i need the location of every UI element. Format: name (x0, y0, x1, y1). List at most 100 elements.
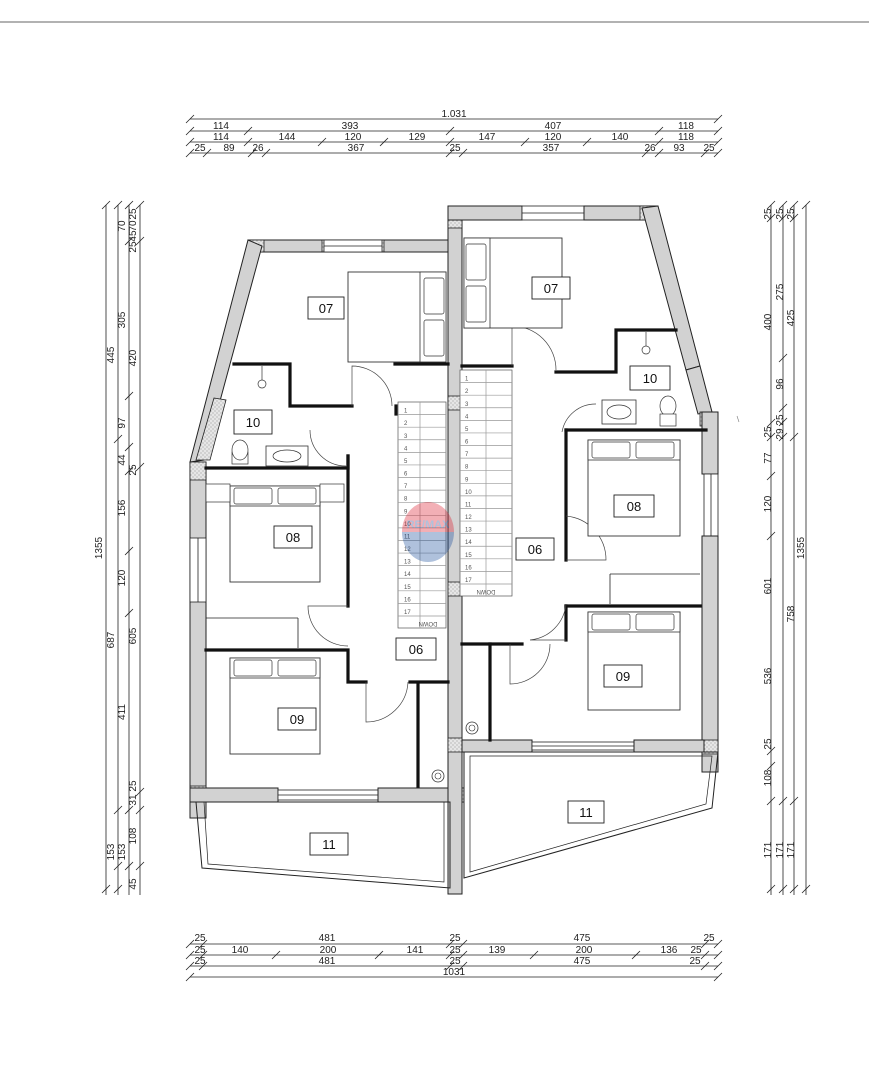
bot-r3-2: 25 (449, 956, 461, 967)
right-c1-4: 120 (763, 495, 774, 512)
bot-r2-7: 136 (661, 945, 678, 956)
stair-right-step-number: 16 (465, 565, 472, 571)
left-c2-2: 97 (117, 417, 128, 429)
stair-right-step-number: 4 (465, 414, 469, 420)
left-c1-1: 687 (106, 631, 117, 648)
stair-left-step-number: 14 (404, 572, 411, 578)
left-c2-3: 44 (117, 454, 128, 466)
top-r1-0: 114 (213, 121, 229, 132)
left-c3-2: 420 (128, 349, 139, 366)
left-c2-6: 605 (128, 627, 139, 644)
bed-07-left (347, 271, 447, 363)
right-c2-5: 758 (786, 605, 797, 622)
stair-right-step-number: 3 (465, 402, 469, 408)
left-c1-3: 45 (128, 878, 139, 890)
right-c1-9: 171 (763, 841, 774, 858)
right-c1-1: 400 (763, 313, 774, 330)
bot-r3-1: 481 (319, 956, 336, 967)
room-labels: 07 07 10 10 08 08 06 06 09 09 11 11 (233, 276, 671, 856)
left-c2-7: 411 (117, 704, 128, 720)
stair-right-step-number: 14 (465, 540, 472, 546)
top-r2-6: 140 (612, 132, 629, 143)
bed-09-left (229, 657, 321, 755)
remax-watermark: RE/MAX (402, 502, 454, 562)
exterior-walls (189, 205, 719, 895)
stair-left-step-number: 12 (404, 547, 411, 553)
stair-left-step-number: 10 (404, 522, 411, 528)
bot-r3-4: 25 (689, 956, 701, 967)
top-r3-8: 25 (703, 143, 715, 154)
top-r3-2: 26 (252, 143, 264, 154)
top-r2-1: 144 (279, 132, 296, 143)
bot-r2-0: 25 (194, 945, 206, 956)
right-c2-1: 275 (775, 283, 786, 300)
left-c2-5: 120 (117, 569, 128, 586)
top-r3-6: 26 (644, 143, 656, 154)
stair-left-label: DOWN (419, 620, 438, 626)
left-c2-1: 305 (117, 311, 128, 328)
label-09-right: 09 (616, 669, 630, 684)
top-r3-5: 357 (543, 143, 560, 154)
stair-right-step-number: 15 (465, 553, 472, 559)
bot-r1-3: 475 (574, 933, 591, 944)
furniture (205, 237, 681, 783)
label-06-right: 06 (528, 542, 542, 557)
left-c3-4: 31 (128, 794, 139, 806)
stair-left-step-number: 9 (404, 509, 408, 515)
label-09-left: 09 (290, 712, 304, 727)
stair-right-step-number: 11 (465, 502, 472, 508)
bot-r2-2: 200 (320, 945, 337, 956)
right-c1-8: 108 (763, 769, 774, 786)
stair-right-step-number: 5 (465, 427, 469, 433)
top-r3-7: 93 (673, 143, 685, 154)
stair-right-step-number: 17 (465, 578, 472, 584)
right-total: 1355 (796, 536, 807, 559)
top-r3-4: 25 (449, 143, 461, 154)
right-dimensions: 1355 25 400 25 77 120 601 536 25 108 171… (763, 200, 811, 895)
stair-right-step-number: 13 (465, 528, 472, 534)
top-dimensions: 1.031 114 393 407 118 114 144 120 129 14… (185, 109, 723, 158)
stair-left-step-number: 3 (404, 434, 408, 440)
bed-09-right (587, 611, 681, 711)
stair-left-step-number: 6 (404, 472, 408, 478)
stair-right-step-number: 12 (465, 515, 472, 521)
bot-r1-1: 481 (319, 933, 336, 944)
right-c2-3: 25 (775, 414, 786, 426)
left-dimensions: 1355 445 687 153 45 70 305 97 44 156 120… (94, 200, 145, 895)
top-r1-1: 393 (342, 121, 359, 132)
bath-fixtures-left (231, 366, 309, 467)
bot-r2-8: 25 (690, 945, 702, 956)
terraces (195, 751, 719, 889)
stair-right-step-number: 7 (465, 452, 469, 458)
top-total: 1.031 (441, 109, 466, 120)
right-c3-2: 171 (786, 841, 797, 858)
top-r2-7: 118 (678, 132, 694, 143)
left-c3-3: 25 (128, 464, 139, 476)
top-r3-1: 89 (223, 143, 235, 154)
top-r1-2: 407 (545, 121, 562, 132)
label-06-left: 06 (409, 642, 423, 657)
left-c2-4: 156 (117, 499, 128, 516)
bot-r1-2: 25 (449, 933, 461, 944)
right-c1-7: 25 (763, 738, 774, 750)
right-c1-6: 536 (763, 667, 774, 684)
stair-left-step-number: 7 (404, 484, 408, 490)
left-c1-2: 153 (106, 843, 117, 860)
label-11-right: 11 (579, 805, 593, 820)
interior-walls (204, 328, 708, 788)
remax-logo-text: RE/MAX (407, 519, 450, 531)
left-c3-1: 25 (128, 241, 139, 253)
left-c3-0: 70 (128, 220, 139, 232)
stair-left-step-number: 15 (404, 585, 411, 591)
left-c2-0: 70 (117, 220, 128, 232)
label-07-right: 07 (544, 281, 558, 296)
stair-left-step-number: 16 (404, 597, 411, 603)
label-10-left: 10 (246, 415, 260, 430)
stair-right-step-number: 10 (465, 490, 472, 496)
bot-r3-0: 25 (194, 956, 206, 967)
top-r3-3: 367 (348, 143, 365, 154)
stair-left-step-number: 17 (404, 610, 411, 616)
label-08-left: 08 (286, 530, 300, 545)
bot-r3-3: 475 (574, 956, 591, 967)
